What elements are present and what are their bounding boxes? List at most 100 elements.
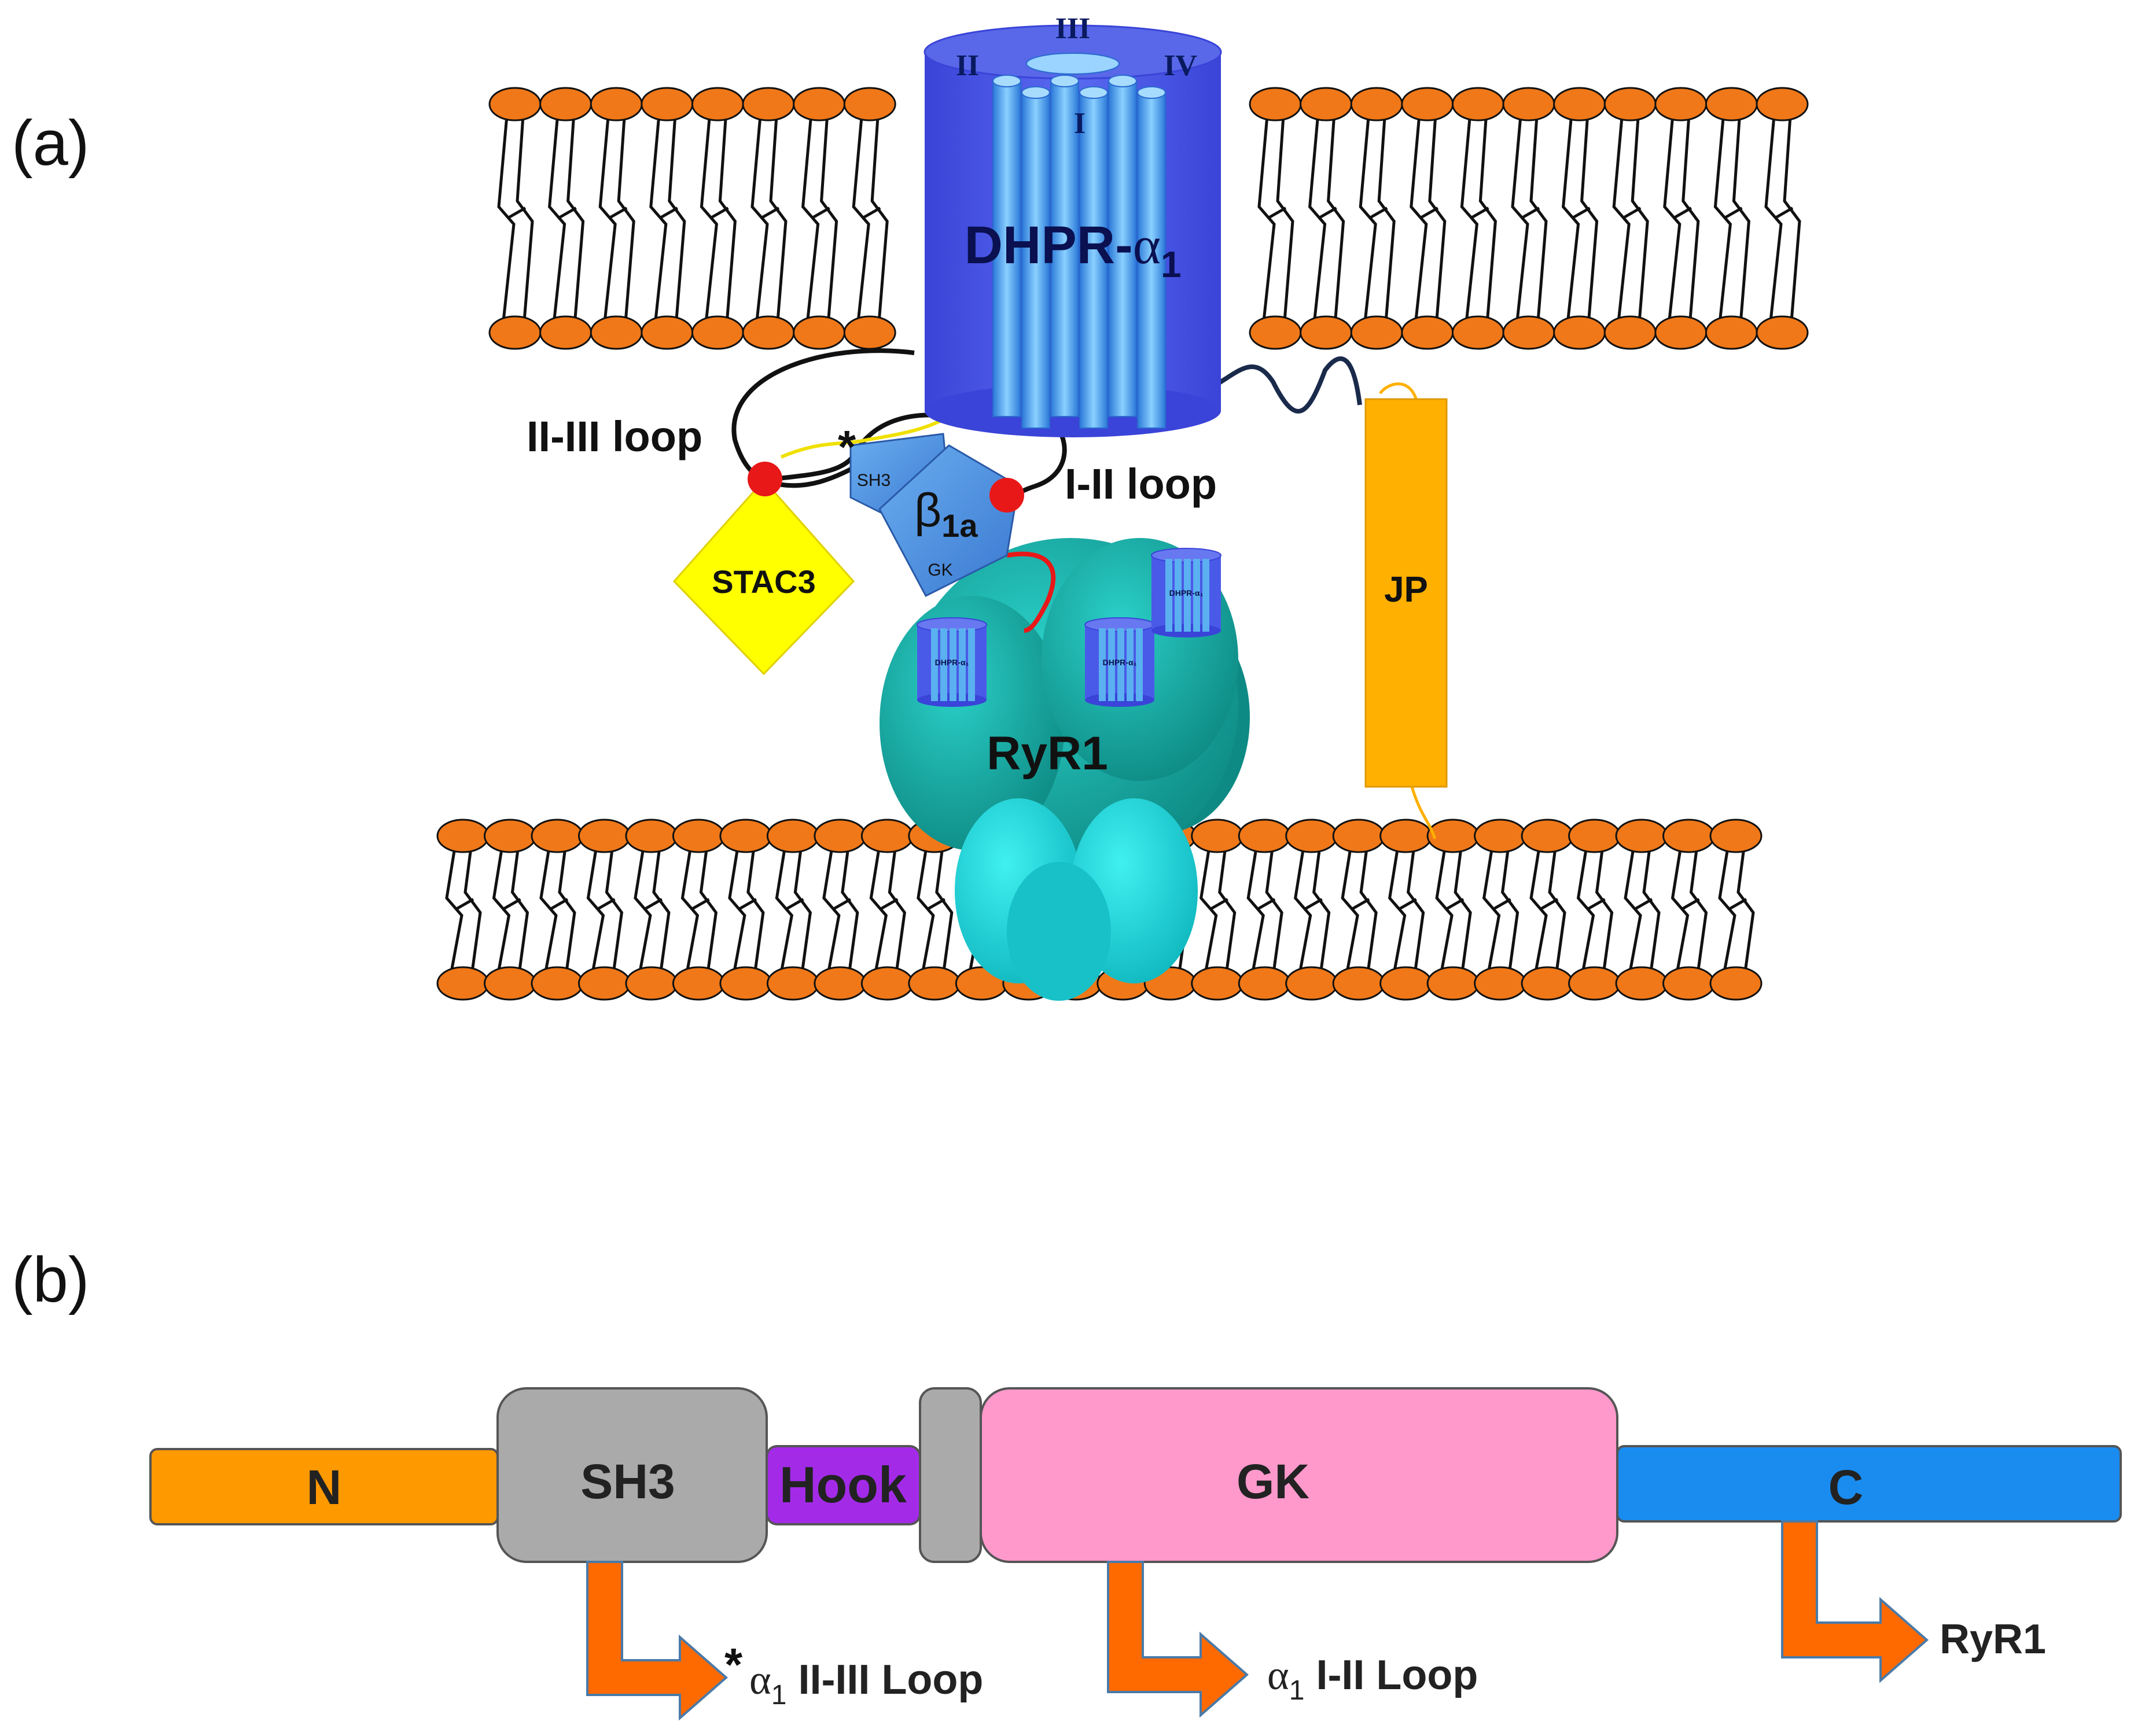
lipid-head bbox=[1238, 819, 1291, 853]
lipid-tails bbox=[1482, 847, 1519, 972]
dhpr-alpha1: III II IV I DHPR-α1 bbox=[923, 12, 1222, 437]
lipid-head bbox=[1191, 819, 1244, 853]
lipid-head bbox=[1191, 966, 1244, 1001]
lipid-head bbox=[590, 87, 643, 121]
lipid-head bbox=[814, 819, 867, 853]
helix-tube bbox=[1021, 92, 1050, 429]
lipid-head bbox=[1615, 819, 1668, 853]
mini-dhpr-label: DHPR-α₁ bbox=[1169, 588, 1204, 598]
lipid-head bbox=[483, 819, 536, 853]
lipid-tails bbox=[1671, 847, 1708, 972]
lipid-head bbox=[1474, 819, 1527, 853]
arrow-sh3-label: α1 II-III Loop bbox=[749, 1657, 983, 1711]
lipid-head bbox=[843, 87, 896, 121]
helix-tube bbox=[1137, 92, 1166, 429]
domain-hook: Hook bbox=[766, 1445, 921, 1525]
lipid-head bbox=[625, 819, 678, 853]
lipid-head bbox=[1379, 966, 1433, 1001]
lipid-head bbox=[1553, 87, 1606, 121]
lipid-tails bbox=[634, 847, 671, 972]
lipid-head bbox=[488, 87, 542, 121]
lipid-head bbox=[1451, 315, 1504, 350]
lipid-tails bbox=[598, 115, 635, 322]
lipid-head bbox=[1654, 315, 1708, 350]
mini-dhpr-label: DHPR-α₁ bbox=[935, 658, 969, 667]
binding-dot-stac3 bbox=[748, 462, 782, 496]
lipid-head bbox=[742, 315, 795, 350]
jp-bottom-tether bbox=[1410, 786, 1437, 839]
lipid-tails bbox=[1663, 115, 1700, 322]
lipid-tails bbox=[586, 847, 624, 972]
lipid-tails bbox=[1624, 847, 1661, 972]
lipid-head bbox=[1300, 315, 1353, 350]
lipid-head bbox=[742, 87, 795, 121]
lipid-head bbox=[483, 966, 536, 1001]
lipid-head bbox=[1654, 87, 1708, 121]
lipid-head bbox=[1350, 315, 1403, 350]
lipid-tails bbox=[1294, 847, 1331, 972]
lipid-head bbox=[1401, 315, 1454, 350]
upper-membrane bbox=[488, 87, 1809, 350]
arrow-gk-label: α1 I-II Loop bbox=[1267, 1652, 1478, 1706]
lipid-head bbox=[1401, 87, 1454, 121]
lipid-head bbox=[488, 315, 542, 350]
arrow-sh3-asterisk: * bbox=[724, 1639, 743, 1690]
lipid-head bbox=[531, 966, 584, 1001]
mini-dhpr-label: DHPR-α₁ bbox=[1103, 658, 1137, 667]
interaction-arrow bbox=[1781, 1520, 1929, 1683]
lipid-tails bbox=[1460, 115, 1497, 322]
lipid-head bbox=[577, 819, 631, 853]
lipid-head bbox=[1615, 966, 1668, 1001]
stac3-label: STAC3 bbox=[712, 563, 815, 600]
lipid-head bbox=[672, 966, 725, 1001]
domain-hook-label: Hook bbox=[779, 1456, 907, 1513]
jp-label: JP bbox=[1384, 570, 1428, 610]
lipid-tails bbox=[801, 115, 838, 322]
dhpr-domain-i: I bbox=[1074, 107, 1086, 140]
lipid-head bbox=[625, 966, 678, 1001]
lipid-tails bbox=[1576, 847, 1614, 972]
lipid-head bbox=[641, 315, 694, 350]
lipid-tails bbox=[869, 847, 906, 972]
lipid-head bbox=[793, 87, 846, 121]
lipid-head bbox=[1568, 819, 1621, 853]
lipid-head bbox=[1521, 819, 1574, 853]
lipid-tails bbox=[917, 847, 954, 972]
lipid-head bbox=[1553, 315, 1606, 350]
lipid-head bbox=[793, 315, 846, 350]
lipid-head bbox=[1756, 315, 1809, 350]
dhpr-domain-iii: III bbox=[1055, 12, 1091, 45]
lipid-tails bbox=[548, 115, 585, 322]
domain-linker bbox=[919, 1387, 982, 1563]
domain-sh3-label: SH3 bbox=[580, 1454, 675, 1509]
arrow-sh3-target: II-III Loop bbox=[786, 1657, 983, 1703]
dhpr-helix-tubes bbox=[992, 53, 1166, 429]
lipid-head bbox=[436, 966, 490, 1001]
mini-dhpr: DHPR-α₁ bbox=[917, 617, 987, 707]
beta-subscript: 1a bbox=[941, 507, 978, 544]
lipid-tails bbox=[1388, 847, 1425, 972]
jp-protein: JP bbox=[1364, 398, 1448, 788]
lipid-tails bbox=[1308, 115, 1345, 322]
lipid-head bbox=[1249, 87, 1302, 121]
lipid-head bbox=[672, 819, 725, 853]
ii-iii-loop-label: II-III loop bbox=[527, 412, 702, 460]
helix-tube bbox=[1108, 80, 1137, 417]
lipid-tails bbox=[680, 847, 718, 972]
lipid-head bbox=[860, 819, 914, 853]
lipid-tails bbox=[492, 847, 529, 972]
lipid-head bbox=[1603, 87, 1657, 121]
lipid-head bbox=[719, 819, 772, 853]
panel-b-label: (b) bbox=[12, 1244, 89, 1315]
lipid-head bbox=[590, 315, 643, 350]
dhpr-label-alpha: α bbox=[1133, 216, 1161, 275]
lipid-head bbox=[1285, 819, 1338, 853]
lipid-tails bbox=[497, 115, 534, 322]
lipid-head bbox=[908, 966, 961, 1001]
beta1a-subunit: β1a GK bbox=[878, 444, 1020, 597]
lipid-tails bbox=[750, 115, 788, 322]
lipid-tails bbox=[700, 115, 737, 322]
domain-gk: GK bbox=[980, 1387, 1618, 1563]
domain-sh3: SH3 bbox=[496, 1387, 768, 1563]
